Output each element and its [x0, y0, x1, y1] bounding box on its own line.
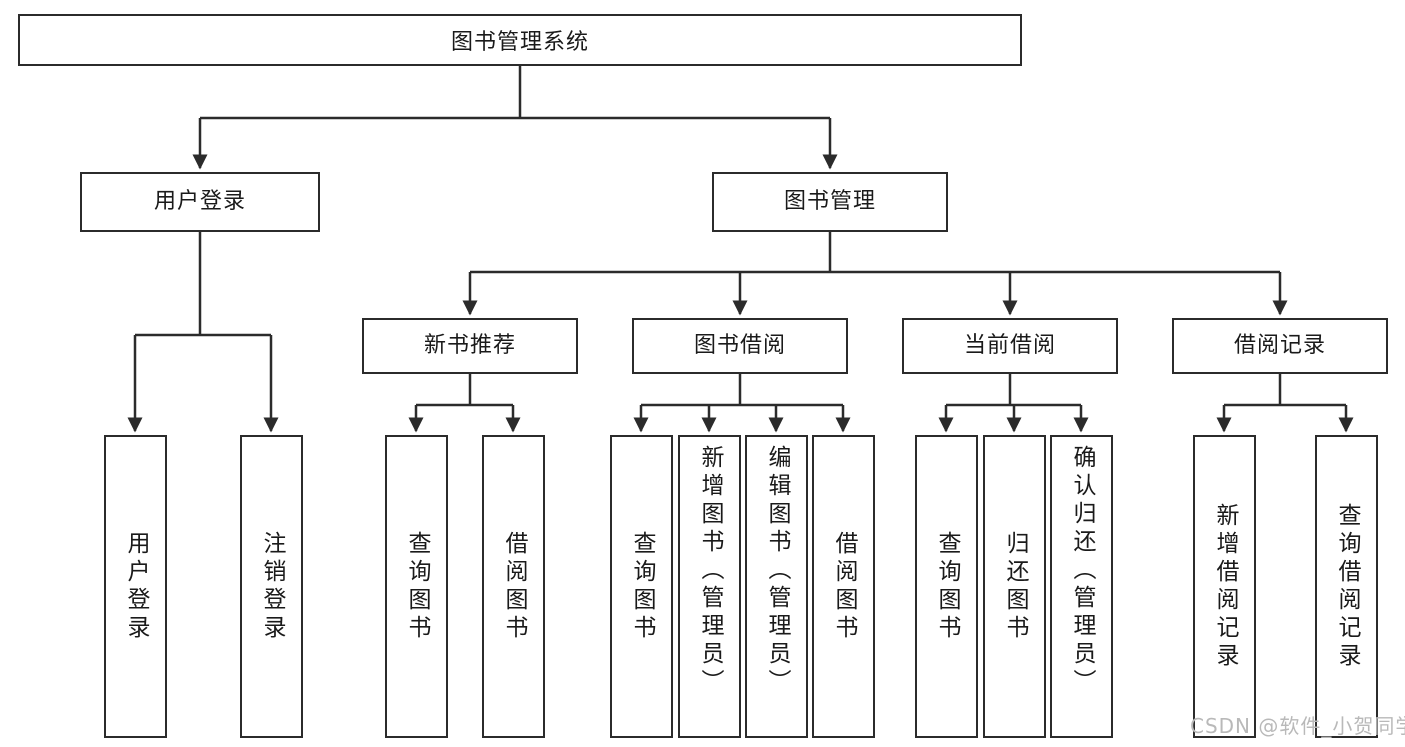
leaf-confirm-return-admin[interactable]: 确认归还（管理员） [1050, 435, 1113, 738]
node-book-management-label: 图书管理 [783, 188, 876, 214]
watermark-text: CSDN @软件_小贺同学 [1190, 714, 1405, 738]
leaf-query-book-newbook[interactable]: 查询图书 [385, 435, 448, 738]
leaf-add-book-admin-label: 新增图书（管理员） [697, 445, 723, 697]
node-current-borrow-label: 当前借阅 [963, 332, 1056, 358]
node-borrow-record-label: 借阅记录 [1233, 332, 1326, 358]
leaf-lend-book[interactable]: 借阅图书 [812, 435, 875, 738]
leaf-add-book-admin[interactable]: 新增图书（管理员） [678, 435, 741, 738]
leaf-query-book-current[interactable]: 查询图书 [915, 435, 978, 738]
node-book-borrow-label: 图书借阅 [693, 332, 786, 358]
node-new-book-recommend-label: 新书推荐 [423, 332, 516, 358]
node-borrow-record[interactable]: 借阅记录 [1172, 318, 1388, 374]
leaf-user-login-label: 用户登录 [123, 530, 149, 643]
node-new-book-recommend[interactable]: 新书推荐 [362, 318, 578, 374]
node-book-borrow[interactable]: 图书借阅 [632, 318, 848, 374]
leaf-query-book-newbook-label: 查询图书 [404, 530, 430, 643]
leaf-query-borrow-record[interactable]: 查询借阅记录 [1315, 435, 1378, 738]
leaf-query-book-borrow[interactable]: 查询图书 [610, 435, 673, 738]
leaf-borrow-book-newbook-label: 借阅图书 [501, 530, 527, 643]
leaf-confirm-return-admin-label: 确认归还（管理员） [1069, 445, 1095, 697]
leaf-return-book-label: 归还图书 [1002, 530, 1028, 643]
node-user-login-label: 用户登录 [153, 188, 246, 214]
leaf-edit-book-admin[interactable]: 编辑图书（管理员） [745, 435, 808, 738]
leaf-query-book-current-label: 查询图书 [934, 530, 960, 643]
leaf-add-borrow-record-label: 新增借阅记录 [1212, 502, 1238, 671]
node-root-label: 图书管理系统 [450, 30, 589, 55]
leaf-add-borrow-record[interactable]: 新增借阅记录 [1193, 435, 1256, 738]
leaf-query-borrow-record-label: 查询借阅记录 [1334, 502, 1360, 671]
leaf-lend-book-label: 借阅图书 [831, 530, 857, 643]
leaf-edit-book-admin-label: 编辑图书（管理员） [764, 445, 790, 697]
leaf-logout[interactable]: 注销登录 [240, 435, 303, 738]
node-user-login[interactable]: 用户登录 [80, 172, 320, 232]
node-current-borrow[interactable]: 当前借阅 [902, 318, 1118, 374]
leaf-logout-label: 注销登录 [259, 530, 285, 643]
node-root[interactable]: 图书管理系统 [18, 14, 1022, 66]
watermark: CSDN @软件_小贺同学 [1190, 710, 1405, 739]
leaf-return-book[interactable]: 归还图书 [983, 435, 1046, 738]
node-book-management[interactable]: 图书管理 [712, 172, 948, 232]
leaf-borrow-book-newbook[interactable]: 借阅图书 [482, 435, 545, 738]
leaf-query-book-borrow-label: 查询图书 [629, 530, 655, 643]
leaf-user-login[interactable]: 用户登录 [104, 435, 167, 738]
